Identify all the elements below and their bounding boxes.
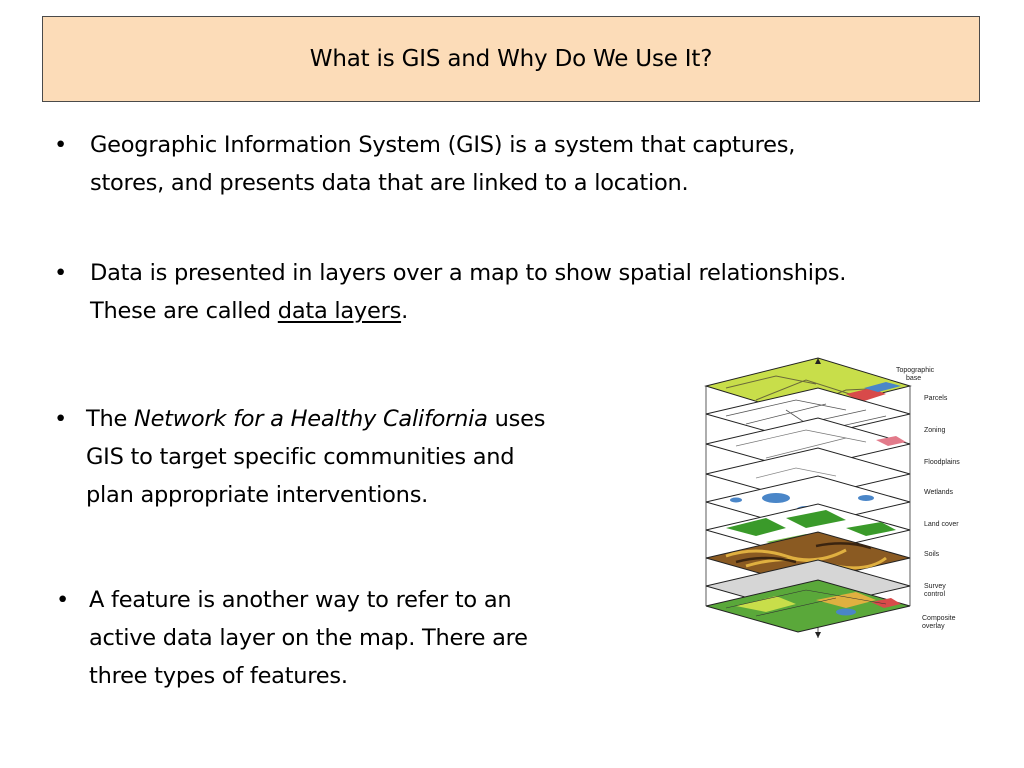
- data-layers-term: data layers: [277, 298, 402, 324]
- layer-composite-overlay: [705, 579, 911, 633]
- text-run: uses: [487, 406, 546, 432]
- bullet-line: plan appropriate interventions.: [86, 482, 429, 508]
- label-floodplains: Floodplains: [924, 459, 960, 466]
- label-parcels: Parcels: [924, 395, 948, 402]
- bullet-feature-definition: • A feature is another way to refer to a…: [56, 581, 636, 695]
- bullet-line: stores, and presents data that are linke…: [90, 170, 689, 196]
- bullet-line: A feature is another way to refer to an: [89, 587, 512, 613]
- label-land-cover: Land cover: [924, 521, 959, 528]
- label-zoning: Zoning: [924, 427, 946, 434]
- label-composite-overlay: overlay: [922, 623, 945, 630]
- bullet-line: These are called data layers.: [90, 292, 846, 330]
- bullet-gis-definition: • Geographic Information System (GIS) is…: [54, 126, 954, 202]
- bullet-network-healthy-california: • The Network for a Healthy California u…: [54, 400, 654, 514]
- label-composite: Composite: [922, 615, 956, 622]
- text-run: .: [401, 298, 408, 324]
- bullet-dot: •: [54, 132, 68, 158]
- label-survey: Survey: [924, 583, 946, 590]
- label-topographic-base: base: [906, 375, 921, 382]
- slide-title-box: What is GIS and Why Do We Use It?: [42, 16, 980, 102]
- bullet-dot: •: [54, 260, 68, 286]
- bullet-line: three types of features.: [89, 663, 348, 689]
- bullet-line: active data layer on the map. There are: [89, 625, 528, 651]
- bullet-data-layers: • Data is presented in layers over a map…: [54, 254, 984, 330]
- bullet-dot: •: [56, 587, 70, 613]
- gis-layers-illustration: Topographic base Parcels Zoning Floodpla…: [704, 357, 960, 638]
- connector-arrows: [815, 358, 821, 638]
- slide-title: What is GIS and Why Do We Use It?: [309, 46, 713, 72]
- layer-labels: Topographic base Parcels Zoning Floodpla…: [896, 367, 960, 630]
- bullet-line: Geographic Information System (GIS) is a…: [90, 132, 796, 158]
- text-run: The: [86, 406, 134, 432]
- organization-name: Network for a Healthy California: [134, 406, 488, 432]
- bullet-line: The Network for a Healthy California use…: [86, 400, 545, 438]
- bullet-line: Data is presented in layers over a map t…: [90, 260, 847, 286]
- bullet-dot: •: [54, 406, 68, 432]
- label-survey-control: control: [924, 591, 945, 598]
- layer-soils: [705, 531, 911, 585]
- label-wetlands: Wetlands: [924, 489, 954, 496]
- text-run: These are called: [90, 298, 278, 324]
- label-topographic: Topographic: [896, 367, 935, 374]
- label-soils: Soils: [924, 551, 940, 558]
- bullet-line: GIS to target specific communities and: [86, 444, 515, 470]
